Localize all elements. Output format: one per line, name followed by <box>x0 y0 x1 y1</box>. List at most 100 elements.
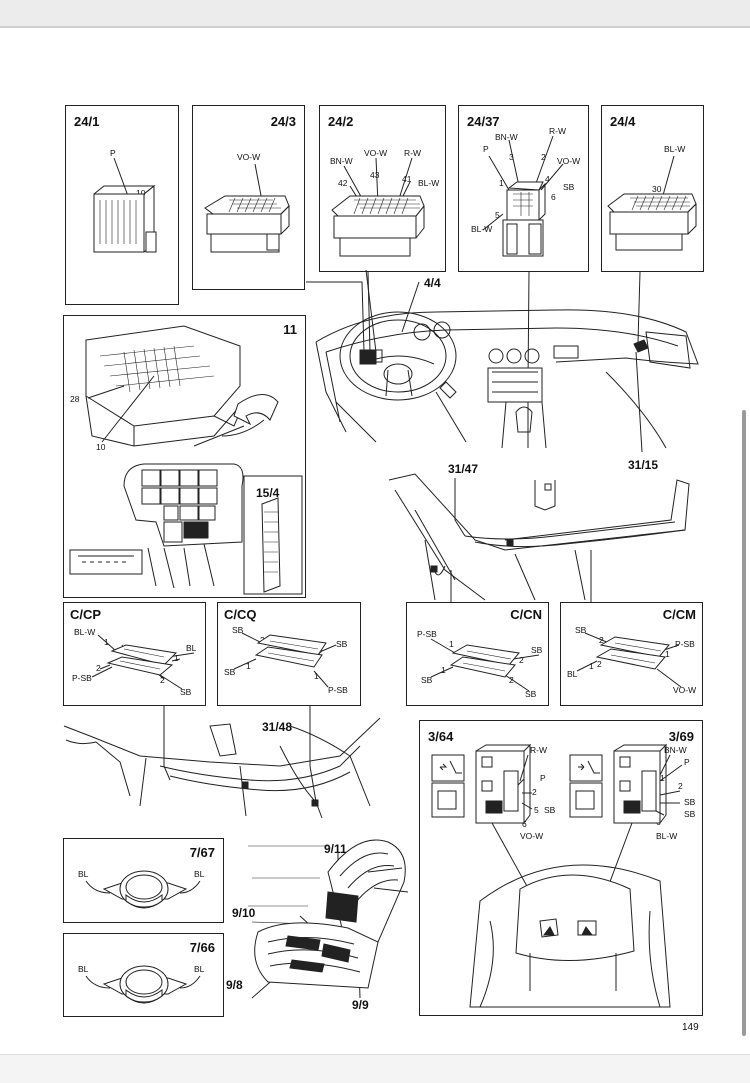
dashboard-drawing <box>306 269 699 453</box>
callout-9-11: 9/11 <box>324 842 347 856</box>
relay-block-drawing <box>69 463 303 595</box>
wire-label: 1 <box>246 661 251 671</box>
wire-label: BL <box>78 964 89 974</box>
wire-label: SB <box>544 805 556 815</box>
panel-24-3: 24/3 VO-W 41 <box>192 105 305 290</box>
panel-3-64-3-69: 3/64 3/69 R-W 1 P 2 5 SB 6 VO-W BN-W P 1… <box>419 720 703 1016</box>
fuse-box-drawing <box>85 325 279 447</box>
wire-label: SB <box>531 645 543 655</box>
label-15-4: 15/4 <box>256 486 280 500</box>
wire-label: 4 <box>545 174 550 184</box>
viewer-top-bar <box>0 0 750 28</box>
panel-title: 7/67 <box>189 845 215 860</box>
wire-label: 43 <box>370 170 380 180</box>
wire-label: BL-W <box>656 831 678 841</box>
wire-label: R-W <box>549 126 566 136</box>
callout-31-48: 31/48 <box>262 720 293 734</box>
panel-title: 24/37 <box>467 114 500 129</box>
callout-4-4: 4/4 <box>424 276 441 290</box>
wire-label: 1 <box>449 639 454 649</box>
wire-label: P <box>483 144 489 154</box>
wire-label: 1 <box>660 773 665 783</box>
wire-label: 1 <box>174 653 179 663</box>
harness-31-48-drawing <box>63 706 381 819</box>
panel-c-cn: C/CN P-SB 1 SB 2 1 SB 2 SB <box>406 602 549 706</box>
wire-label: 30 <box>652 184 662 194</box>
page-number: 149 <box>682 1022 699 1033</box>
wire-label: BL-W <box>74 627 96 637</box>
wire-label: 2 <box>532 787 537 797</box>
connector-drawing <box>331 157 425 257</box>
callout-9-8: 9/8 <box>226 978 243 992</box>
seat-switch-drawing <box>431 743 683 1008</box>
wire-label: 2 <box>678 781 683 791</box>
panel-title: C/CN <box>510 607 542 622</box>
wire-label: 1 <box>314 671 319 681</box>
wire-label: R-W <box>404 148 421 158</box>
connector-pair-drawing <box>430 638 540 692</box>
wire-label: 42 <box>338 178 348 188</box>
wire-label: BN-W <box>495 132 518 142</box>
wire-label: BL-W <box>418 178 440 188</box>
wire-label: P-SB <box>328 685 348 695</box>
panel-title: 24/3 <box>270 114 296 129</box>
wire-label: 2 <box>519 655 524 665</box>
wire-label: P <box>540 773 546 783</box>
wire-label: BL <box>78 869 89 879</box>
wire-label: 1 <box>665 649 670 659</box>
wire-label: 10 <box>136 188 146 198</box>
wire-label: P-SB <box>417 629 437 639</box>
wire-label: 2 <box>597 659 602 669</box>
panel-11-fuse-box: 11 101 102 105 103 106 104 107 108 28 10 <box>63 315 306 598</box>
wire-label: VO-W <box>557 156 581 166</box>
panel-24-4: 24/4 BL-W 30 <box>601 105 704 272</box>
wire-label: 2 <box>96 663 101 673</box>
panel-title: 24/2 <box>328 114 354 129</box>
panel-24-37: 24/37 BN-W R-W P 3 2 VO-W 1 4 SB 6 5 BL-… <box>458 105 589 272</box>
wire-label: P <box>110 148 116 158</box>
wire-label: BN-W <box>330 156 353 166</box>
wire-label: SB <box>563 182 575 192</box>
callout-9-10: 9/10 <box>232 906 256 920</box>
wire-label: SB <box>232 625 244 635</box>
scrollbar-thumb[interactable] <box>742 410 746 1036</box>
wire-label: BL-W <box>471 224 493 234</box>
callout-31-15: 31/15 <box>628 458 659 472</box>
wire-label: BL <box>194 869 205 879</box>
wire-label: 3 <box>509 152 514 162</box>
wire-label: 1 <box>499 178 504 188</box>
panel-24-2: 24/2 BN-W VO-W R-W 42 43 41 BL-W 44 <box>319 105 446 272</box>
panel-title-3-69: 3/69 <box>668 729 694 744</box>
panel-7-66: 7/66 BL BL <box>63 933 224 1017</box>
wire-label: VO-W <box>237 152 261 162</box>
wire-label: SB <box>575 625 587 635</box>
connector-drawing <box>607 155 697 251</box>
wire-label: P-SB <box>675 639 695 649</box>
wire-label: SB <box>224 667 236 677</box>
wire-label: 6 <box>551 192 556 202</box>
panel-title: C/CM <box>662 607 696 622</box>
panel-title: 7/66 <box>189 940 215 955</box>
connector-drawing <box>93 157 157 253</box>
wire-label: VO-W <box>364 148 388 158</box>
wire-label: P-SB <box>72 673 92 683</box>
connector-drawing <box>482 135 564 257</box>
callout-31-47: 31/47 <box>448 462 479 476</box>
speaker-drawing <box>85 965 201 1004</box>
panel-title: 24/1 <box>74 114 100 129</box>
wire-label: SB <box>180 687 192 697</box>
panel-title: C/CQ <box>224 607 257 622</box>
wire-label: SB <box>421 675 433 685</box>
connector-pair-drawing <box>576 632 682 688</box>
wire-label: 2 <box>541 152 546 162</box>
wire-label: VO-W <box>520 831 544 841</box>
wire-label: 5 <box>534 805 539 815</box>
seat-drawing <box>248 839 409 999</box>
connector-drawing <box>204 163 290 253</box>
panel-title: 11 <box>283 322 297 337</box>
callout-9-9: 9/9 <box>352 998 369 1012</box>
wire-label: SB <box>684 797 696 807</box>
wire-label: VO-W <box>673 685 697 695</box>
wire-label: SB <box>684 809 696 819</box>
panel-title: 24/4 <box>610 114 636 129</box>
